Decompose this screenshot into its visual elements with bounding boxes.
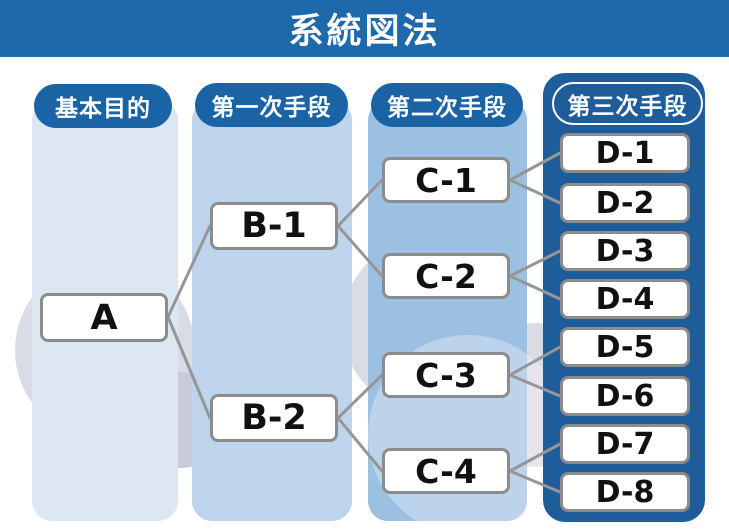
connector-b2-c4 — [336, 416, 384, 473]
node-d3: D-3 — [560, 231, 690, 271]
connector-c3-d6 — [508, 373, 562, 398]
node-d2: D-2 — [560, 183, 690, 223]
connector-c4-d8 — [508, 469, 562, 494]
node-d6: D-6 — [560, 376, 690, 416]
header-primary-means: 第一次手段 — [195, 83, 348, 127]
connector-a-b2 — [166, 315, 212, 420]
node-c4: C-4 — [382, 448, 510, 494]
node-d8: D-8 — [560, 472, 690, 512]
node-b1: B-1 — [210, 202, 338, 250]
connector-a-b1 — [166, 224, 212, 319]
node-a: A — [40, 293, 168, 342]
node-b2: B-2 — [210, 394, 338, 442]
node-c1: C-1 — [382, 157, 510, 203]
connector-c2-d4 — [508, 274, 562, 301]
connector-c1-d1 — [508, 151, 562, 182]
connector-b1-c2 — [336, 224, 384, 278]
connector-b2-c3 — [336, 373, 384, 420]
page-title: 系統図法 — [0, 0, 729, 57]
node-d4: D-4 — [560, 279, 690, 319]
connector-c1-d2 — [508, 178, 562, 205]
node-c3: C-3 — [382, 352, 510, 398]
header-secondary-means: 第二次手段 — [371, 83, 523, 127]
node-d7: D-7 — [560, 424, 690, 464]
node-c2: C-2 — [382, 253, 510, 299]
connector-c2-d3 — [508, 249, 562, 278]
header-basic-goal: 基本目的 — [34, 84, 172, 128]
node-d5: D-5 — [560, 327, 690, 367]
header-tertiary-means: 第三次手段 — [552, 82, 703, 125]
connector-c3-d5 — [508, 345, 562, 377]
column-primary-means — [192, 100, 352, 521]
connector-b1-c1 — [336, 178, 384, 228]
connector-c4-d7 — [508, 442, 562, 473]
node-d1: D-1 — [560, 133, 690, 173]
